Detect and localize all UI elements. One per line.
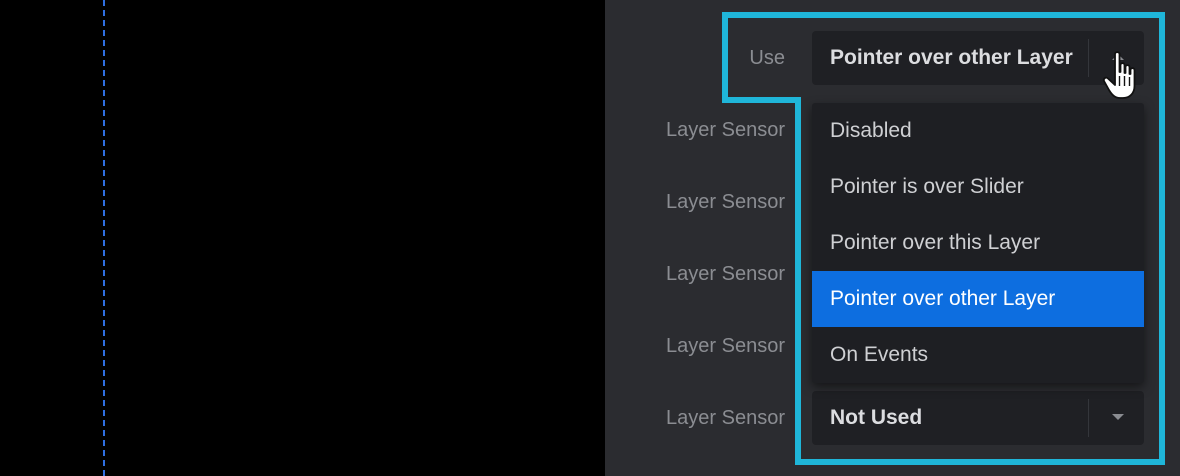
layer-sensor-select[interactable]: Not Used xyxy=(812,391,1144,445)
layer-sensor-select-value: Not Used xyxy=(830,406,923,429)
select-divider xyxy=(1088,399,1089,437)
dropdown-option-pointer-over-other-layer[interactable]: Pointer over other Layer xyxy=(812,271,1144,327)
dropdown-option-pointer-over-slider[interactable]: Pointer is over Slider xyxy=(830,175,1024,198)
layer-sensor-label: Layer Sensor xyxy=(666,407,785,429)
chevron-down-icon[interactable] xyxy=(1108,407,1128,427)
select-divider xyxy=(1088,39,1089,77)
layer-sensor-label: Layer Sensor xyxy=(666,191,785,213)
use-select-value: Pointer over other Layer xyxy=(830,46,1073,69)
use-select[interactable]: Pointer over other Layer xyxy=(812,31,1144,85)
layer-sensor-label: Layer Sensor xyxy=(666,335,785,357)
vertical-guide-line xyxy=(103,0,105,476)
layer-sensor-label: Layer Sensor xyxy=(666,263,785,285)
layer-sensor-label: Layer Sensor xyxy=(666,119,785,141)
hand-cursor-icon xyxy=(1102,51,1136,99)
dropdown-option-pointer-over-this-layer[interactable]: Pointer over this Layer xyxy=(830,231,1041,254)
dropdown-option-on-events[interactable]: On Events xyxy=(830,343,929,366)
use-label: Use xyxy=(749,47,785,69)
canvas-area[interactable] xyxy=(0,0,605,476)
dropdown-option-disabled[interactable]: Disabled xyxy=(830,119,912,142)
use-dropdown-menu: Disabled Pointer is over Slider Pointer … xyxy=(812,103,1144,383)
